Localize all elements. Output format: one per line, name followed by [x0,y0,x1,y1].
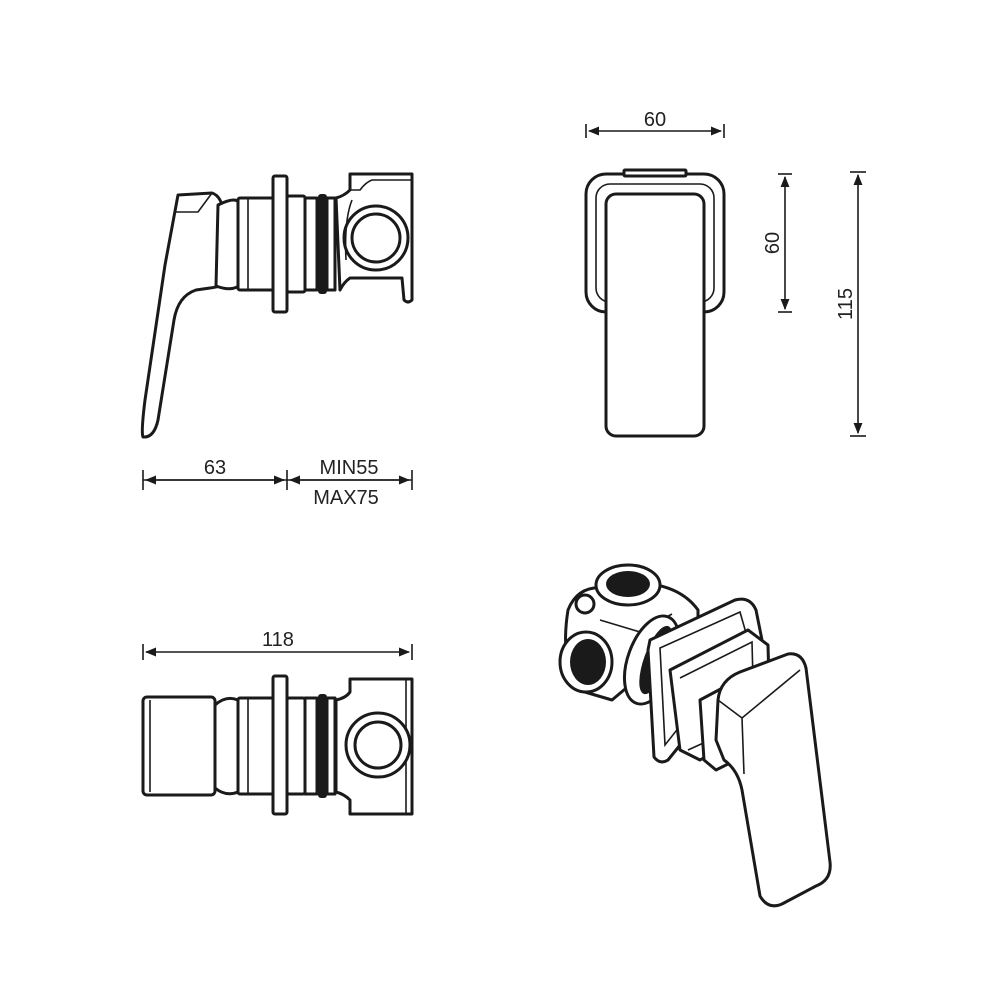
dim-front-width: 60 [644,109,666,131]
isometric-view [558,563,832,908]
top-lever-handle [141,695,217,797]
front-view [584,168,726,438]
side-dimensions: 63 MIN55 MAX75 [142,457,413,509]
side-view [140,172,414,439]
dim-side-wall-max: MAX75 [313,487,379,509]
top-lock-ring [318,694,327,798]
top-hub [213,696,240,796]
side-lock-ring [318,194,327,294]
top-flange [271,674,289,816]
side-outlet-port [342,204,410,272]
dim-top-length: 118 [262,629,294,651]
front-lever-handle [604,192,706,438]
side-hub [214,198,242,291]
top-dimensions: 118 [142,629,413,660]
top-view [141,674,414,816]
side-flange [271,174,289,314]
dim-front-total-height: 115 [835,288,857,320]
dim-side-depth: 63 [204,457,226,479]
dim-side-wall-min: MIN55 [320,457,379,479]
front-dimensions: 60 60 115 [585,109,866,437]
dim-front-plate-height: 60 [762,232,784,254]
